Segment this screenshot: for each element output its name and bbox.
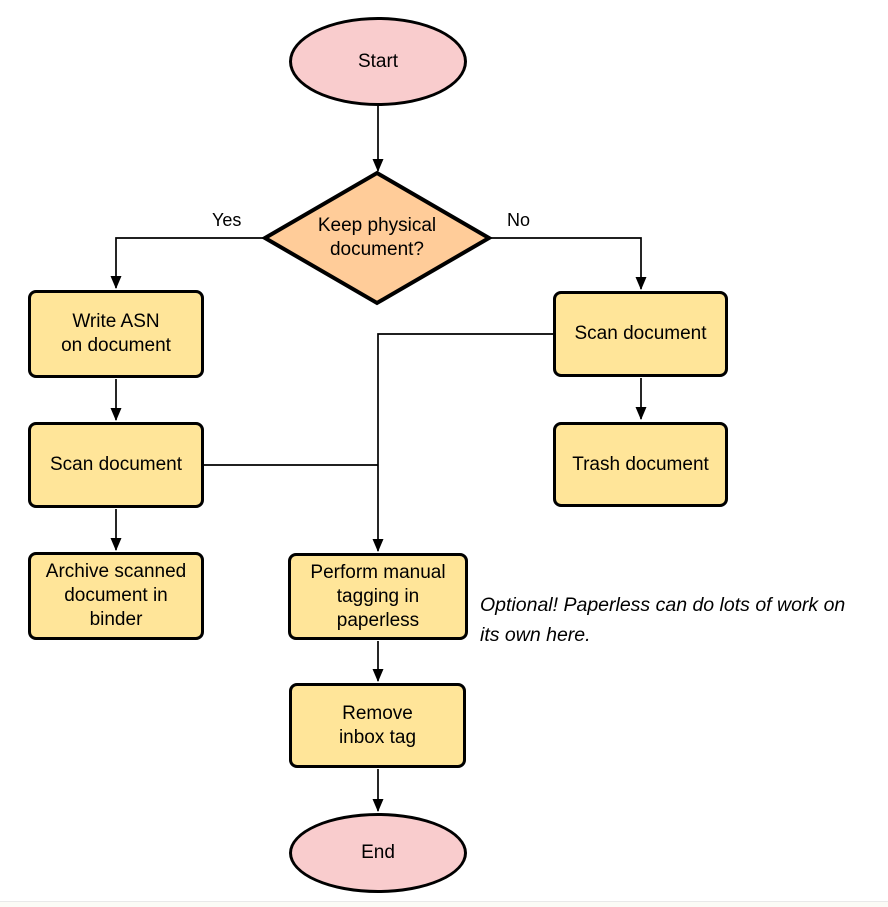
node-scan-document-left: Scan document	[28, 422, 204, 508]
edge-label-yes: Yes	[212, 210, 242, 230]
decision-diamond-shape	[261, 170, 493, 306]
node-end: End	[289, 813, 467, 893]
edge-label-no: No	[507, 210, 531, 230]
node-archive-scanned-document: Archive scanned document in binder	[28, 552, 204, 640]
window-bottom-divider	[0, 901, 888, 902]
node-start: Start	[289, 17, 467, 106]
node-perform-manual-tagging: Perform manual tagging in paperless	[288, 553, 468, 640]
window-bottom-strip	[0, 902, 888, 907]
edge-no-to-scan-right	[489, 237, 647, 290]
node-trash-document: Trash document	[553, 422, 728, 507]
node-write-asn-on-document: Write ASN on document	[28, 290, 204, 378]
node-remove-inbox-tag: Remove inbox tag	[289, 683, 466, 768]
optional-annotation: Optional! Paperless can do lots of work …	[480, 594, 846, 646]
edge-yes-to-write-asn	[110, 237, 265, 289]
node-scan-document-right: Scan document	[553, 291, 728, 377]
edge-scan-right-to-tagging	[372, 333, 553, 552]
node-decision-label: Keep physical document?	[317, 215, 437, 260]
